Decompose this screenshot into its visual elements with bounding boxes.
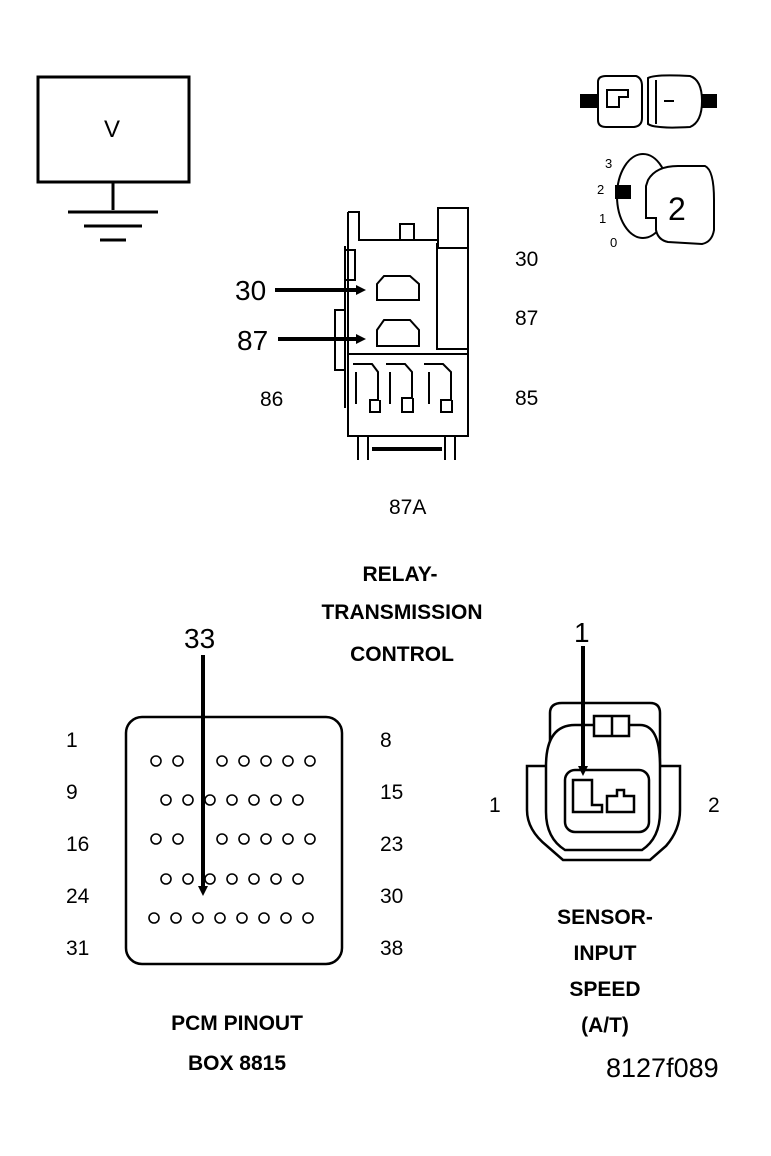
pcm-pin bbox=[304, 833, 316, 845]
voltmeter-label: V bbox=[104, 116, 121, 143]
pcm-row-left-24: 24 bbox=[66, 885, 90, 908]
relay-title-line-2: TRANSMISSION bbox=[321, 601, 483, 624]
ignition-position-1: 1 bbox=[599, 211, 607, 226]
pcm-pin bbox=[270, 794, 282, 806]
pcm-pin bbox=[260, 833, 272, 845]
sensor-title-line-1: SENSOR- bbox=[557, 906, 653, 929]
pcm-pin bbox=[204, 873, 216, 885]
pcm-pin bbox=[150, 755, 162, 767]
sensor-pin-2: 2 bbox=[708, 794, 720, 817]
pcm-pin bbox=[170, 912, 182, 924]
sensor-title-line-4: (A/T) bbox=[581, 1014, 629, 1037]
relay-callout-87: 87 bbox=[237, 325, 269, 356]
pcm-pin bbox=[150, 833, 162, 845]
sensor-pin-1: 1 bbox=[489, 794, 501, 817]
pcm-pin bbox=[304, 755, 316, 767]
pcm-pin bbox=[260, 755, 272, 767]
pcm-pin bbox=[216, 755, 228, 767]
pcm-row-left-16: 16 bbox=[66, 833, 90, 856]
pcm-row-left-1: 1 bbox=[66, 729, 78, 752]
pcm-pin bbox=[238, 755, 250, 767]
pcm-row-right-38: 38 bbox=[380, 937, 404, 960]
pcm-pin bbox=[216, 833, 228, 845]
relay-terminal-86: 86 bbox=[260, 388, 284, 411]
relay-terminal-87a: 87A bbox=[389, 496, 427, 519]
ignition-position-2: 2 bbox=[597, 182, 605, 197]
pcm-pin bbox=[182, 873, 194, 885]
ignition-position-3: 3 bbox=[605, 156, 613, 171]
pcm-row-right-30: 30 bbox=[380, 885, 404, 908]
pcm-pin bbox=[182, 794, 194, 806]
sensor-title-line-2: INPUT bbox=[573, 942, 637, 965]
relay-terminal-85: 85 bbox=[515, 387, 539, 410]
pcm-pin bbox=[248, 873, 260, 885]
pcm-pin bbox=[160, 873, 172, 885]
pcm-pin-grid bbox=[148, 755, 316, 924]
sensor-title-line-3: SPEED bbox=[569, 978, 641, 1001]
pcm-pin bbox=[238, 833, 250, 845]
ignition-position-0: 0 bbox=[610, 235, 618, 250]
pcm-pin bbox=[192, 912, 204, 924]
ignition-key-icon bbox=[615, 153, 715, 246]
pcm-pin bbox=[292, 794, 304, 806]
pcm-pin bbox=[172, 833, 184, 845]
pcm-pin bbox=[236, 912, 248, 924]
relay-terminal-87: 87 bbox=[515, 307, 539, 330]
relay-title-line-3: CONTROL bbox=[350, 643, 454, 666]
sensor-callout-1: 1 bbox=[574, 617, 590, 648]
relay-callout-arrows bbox=[275, 285, 366, 344]
pcm-pin bbox=[226, 794, 238, 806]
pcm-row-right-15: 15 bbox=[380, 781, 404, 804]
pcm-pin bbox=[292, 873, 304, 885]
pcm-pin bbox=[248, 794, 260, 806]
pcm-title-line-1: PCM PINOUT bbox=[171, 1012, 303, 1035]
pcm-pin bbox=[282, 755, 294, 767]
pcm-row-left-31: 31 bbox=[66, 937, 90, 960]
relay-terminal-30: 30 bbox=[515, 248, 539, 271]
pcm-pin bbox=[226, 873, 238, 885]
pcm-pin bbox=[148, 912, 160, 924]
pcm-callout-33: 33 bbox=[184, 623, 216, 654]
pcm-pin bbox=[280, 912, 292, 924]
relay-outline bbox=[334, 207, 469, 460]
figure-id: 8127f089 bbox=[606, 1053, 719, 1083]
pcm-row-right-23: 23 bbox=[380, 833, 404, 856]
pcm-row-left-9: 9 bbox=[66, 781, 78, 804]
pcm-pin bbox=[214, 912, 226, 924]
pcm-pin bbox=[282, 833, 294, 845]
pcm-pin bbox=[204, 794, 216, 806]
pcm-connector bbox=[124, 655, 344, 966]
relay-title-line-1: RELAY- bbox=[362, 563, 438, 586]
pcm-pin bbox=[270, 873, 282, 885]
connector-plug-icon bbox=[580, 74, 717, 129]
pcm-pin bbox=[160, 794, 172, 806]
sensor-connector bbox=[525, 646, 682, 862]
pcm-pin bbox=[172, 755, 184, 767]
ignition-selected-position: 2 bbox=[668, 191, 686, 227]
pcm-pin bbox=[302, 912, 314, 924]
relay-callout-30: 30 bbox=[235, 275, 267, 306]
voltmeter-ground-symbol bbox=[36, 75, 191, 242]
pcm-pin bbox=[258, 912, 270, 924]
pcm-title-line-2: BOX 8815 bbox=[187, 1052, 287, 1075]
pcm-row-right-8: 8 bbox=[380, 729, 392, 752]
